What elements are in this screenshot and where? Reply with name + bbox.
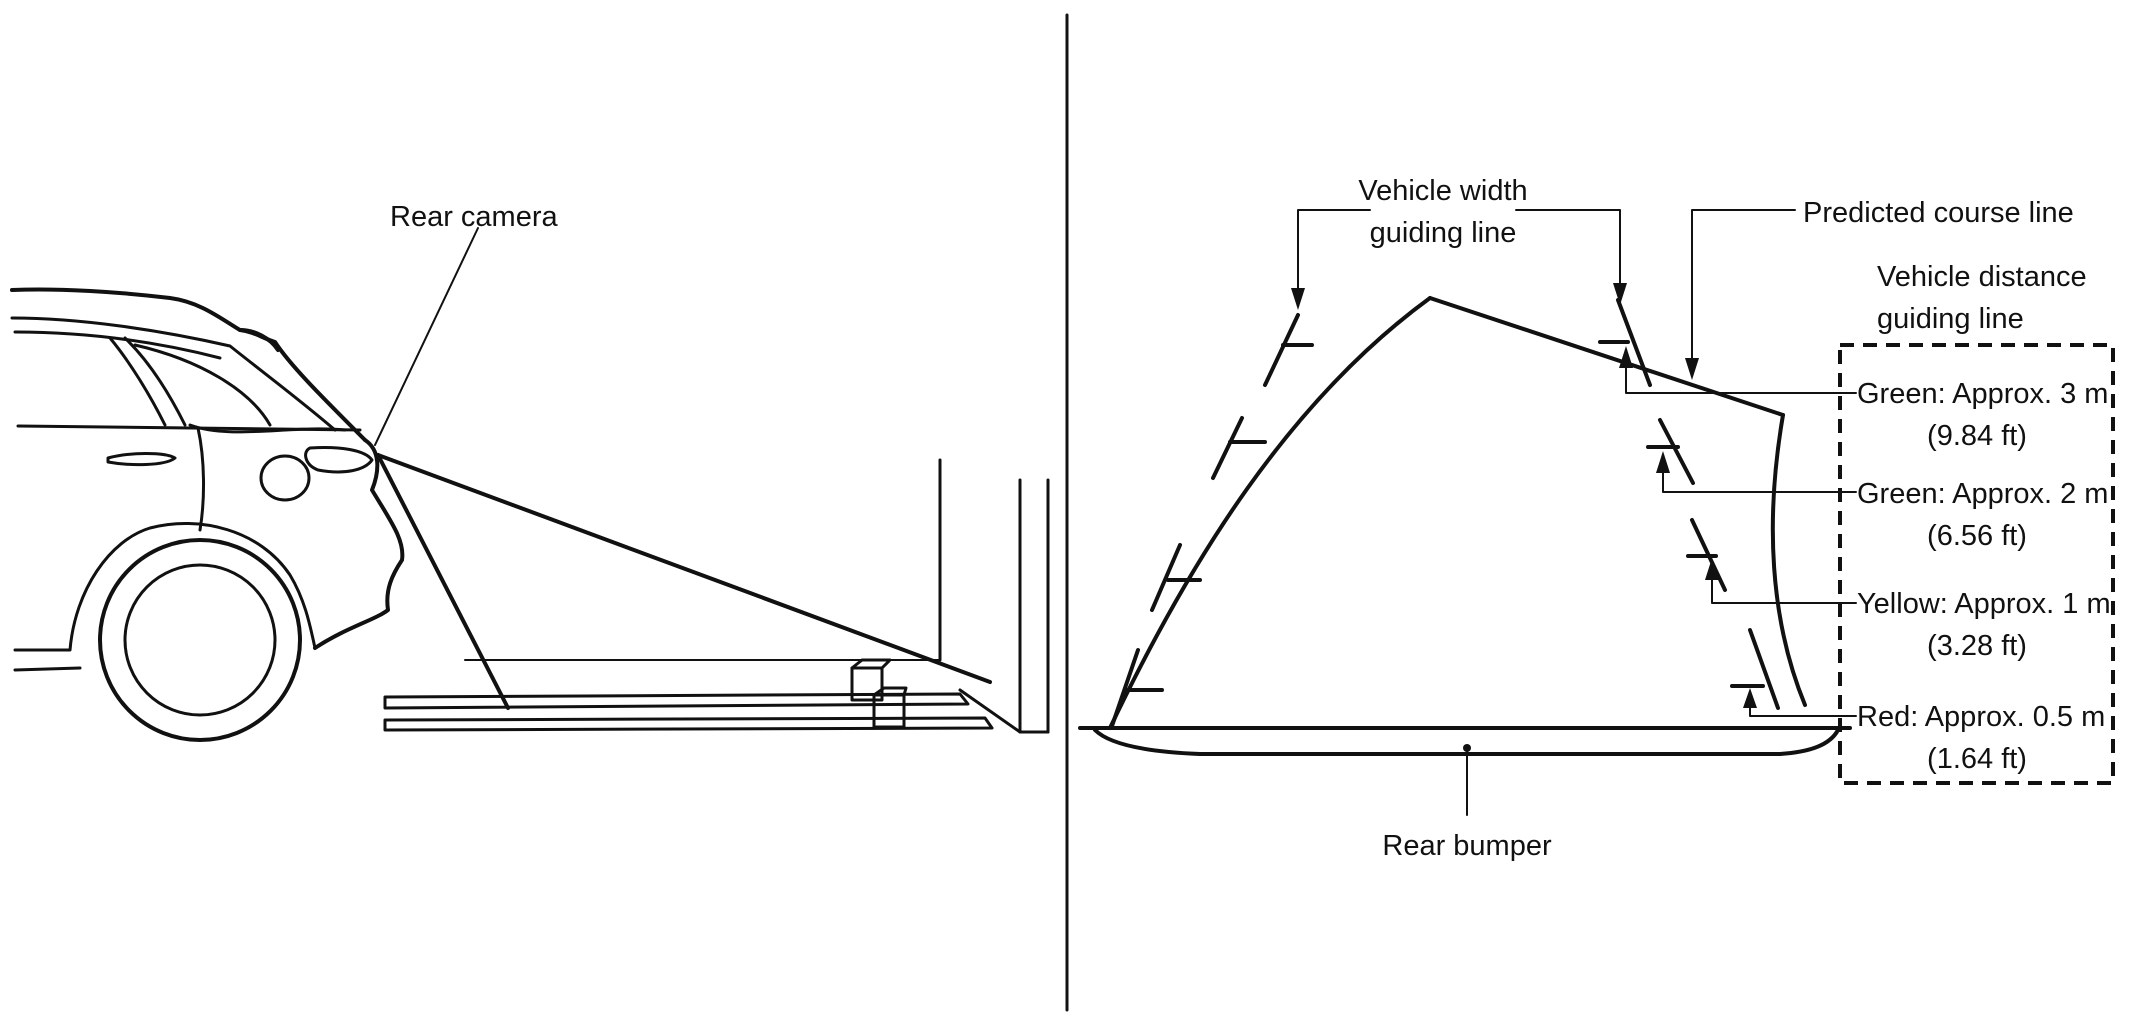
distance-marker-label: Yellow: Approx. 1 m [1857, 588, 2111, 620]
vehicle-width-label-line2: guiding line [1370, 217, 1517, 249]
vehicle-width-right-arrowhead [1613, 283, 1627, 305]
distance-marker-imperial: (3.28 ft) [1927, 630, 2027, 662]
distance-3m-arrowhead [1619, 346, 1633, 368]
distance-1m-arrowhead [1705, 558, 1719, 580]
distance-marker-imperial: (9.84 ft) [1927, 420, 2027, 452]
distance-marker-label: Green: Approx. 3 m [1857, 378, 2108, 410]
parking-scene [383, 458, 1050, 734]
distance-marker-imperial: (6.56 ft) [1927, 520, 2027, 552]
camera-view-lines [376, 453, 992, 710]
rear-camera-label: Rear camera [390, 201, 558, 233]
distance-marker-3m: Green: Approx. 3 m (9.84 ft) [1857, 378, 2108, 452]
left-vehicle-width-line [1110, 313, 1314, 728]
rear-bumper-shape [1078, 726, 1852, 756]
distance-legend-box [1838, 343, 2115, 785]
vehicle-width-leaders [1297, 209, 1621, 296]
vehicle-width-label-line1: Vehicle width [1358, 175, 1527, 207]
vehicle-distance-label-line2: guiding line [1877, 303, 2024, 335]
distance-marker-label: Red: Approx. 0.5 m [1857, 701, 2105, 733]
predicted-course-line [1108, 296, 1807, 730]
vehicle-distance-label-line1: Vehicle distance [1877, 261, 2087, 293]
vehicle-side-view [10, 287, 405, 742]
distance-marker-1m: Yellow: Approx. 1 m (3.28 ft) [1857, 588, 2111, 662]
distance-marker-05m: Red: Approx. 0.5 m (1.64 ft) [1857, 701, 2105, 775]
distance-leaders [1625, 359, 1857, 717]
distance-05m-arrowhead [1743, 688, 1757, 708]
distance-2m-arrowhead [1656, 451, 1670, 473]
distance-marker-2m: Green: Approx. 2 m (6.56 ft) [1857, 478, 2108, 552]
distance-marker-imperial: (1.64 ft) [1927, 743, 2027, 775]
predicted-course-arrowhead [1685, 358, 1699, 380]
predicted-course-label: Predicted course line [1803, 197, 2074, 229]
rear-bumper-label: Rear bumper [1382, 830, 1552, 862]
vehicle-width-left-arrowhead [1291, 288, 1305, 310]
right-vehicle-width-line [1598, 298, 1780, 710]
rear-camera-leader [374, 227, 479, 446]
predicted-course-leader [1691, 209, 1796, 363]
distance-marker-label: Green: Approx. 2 m [1857, 478, 2108, 510]
